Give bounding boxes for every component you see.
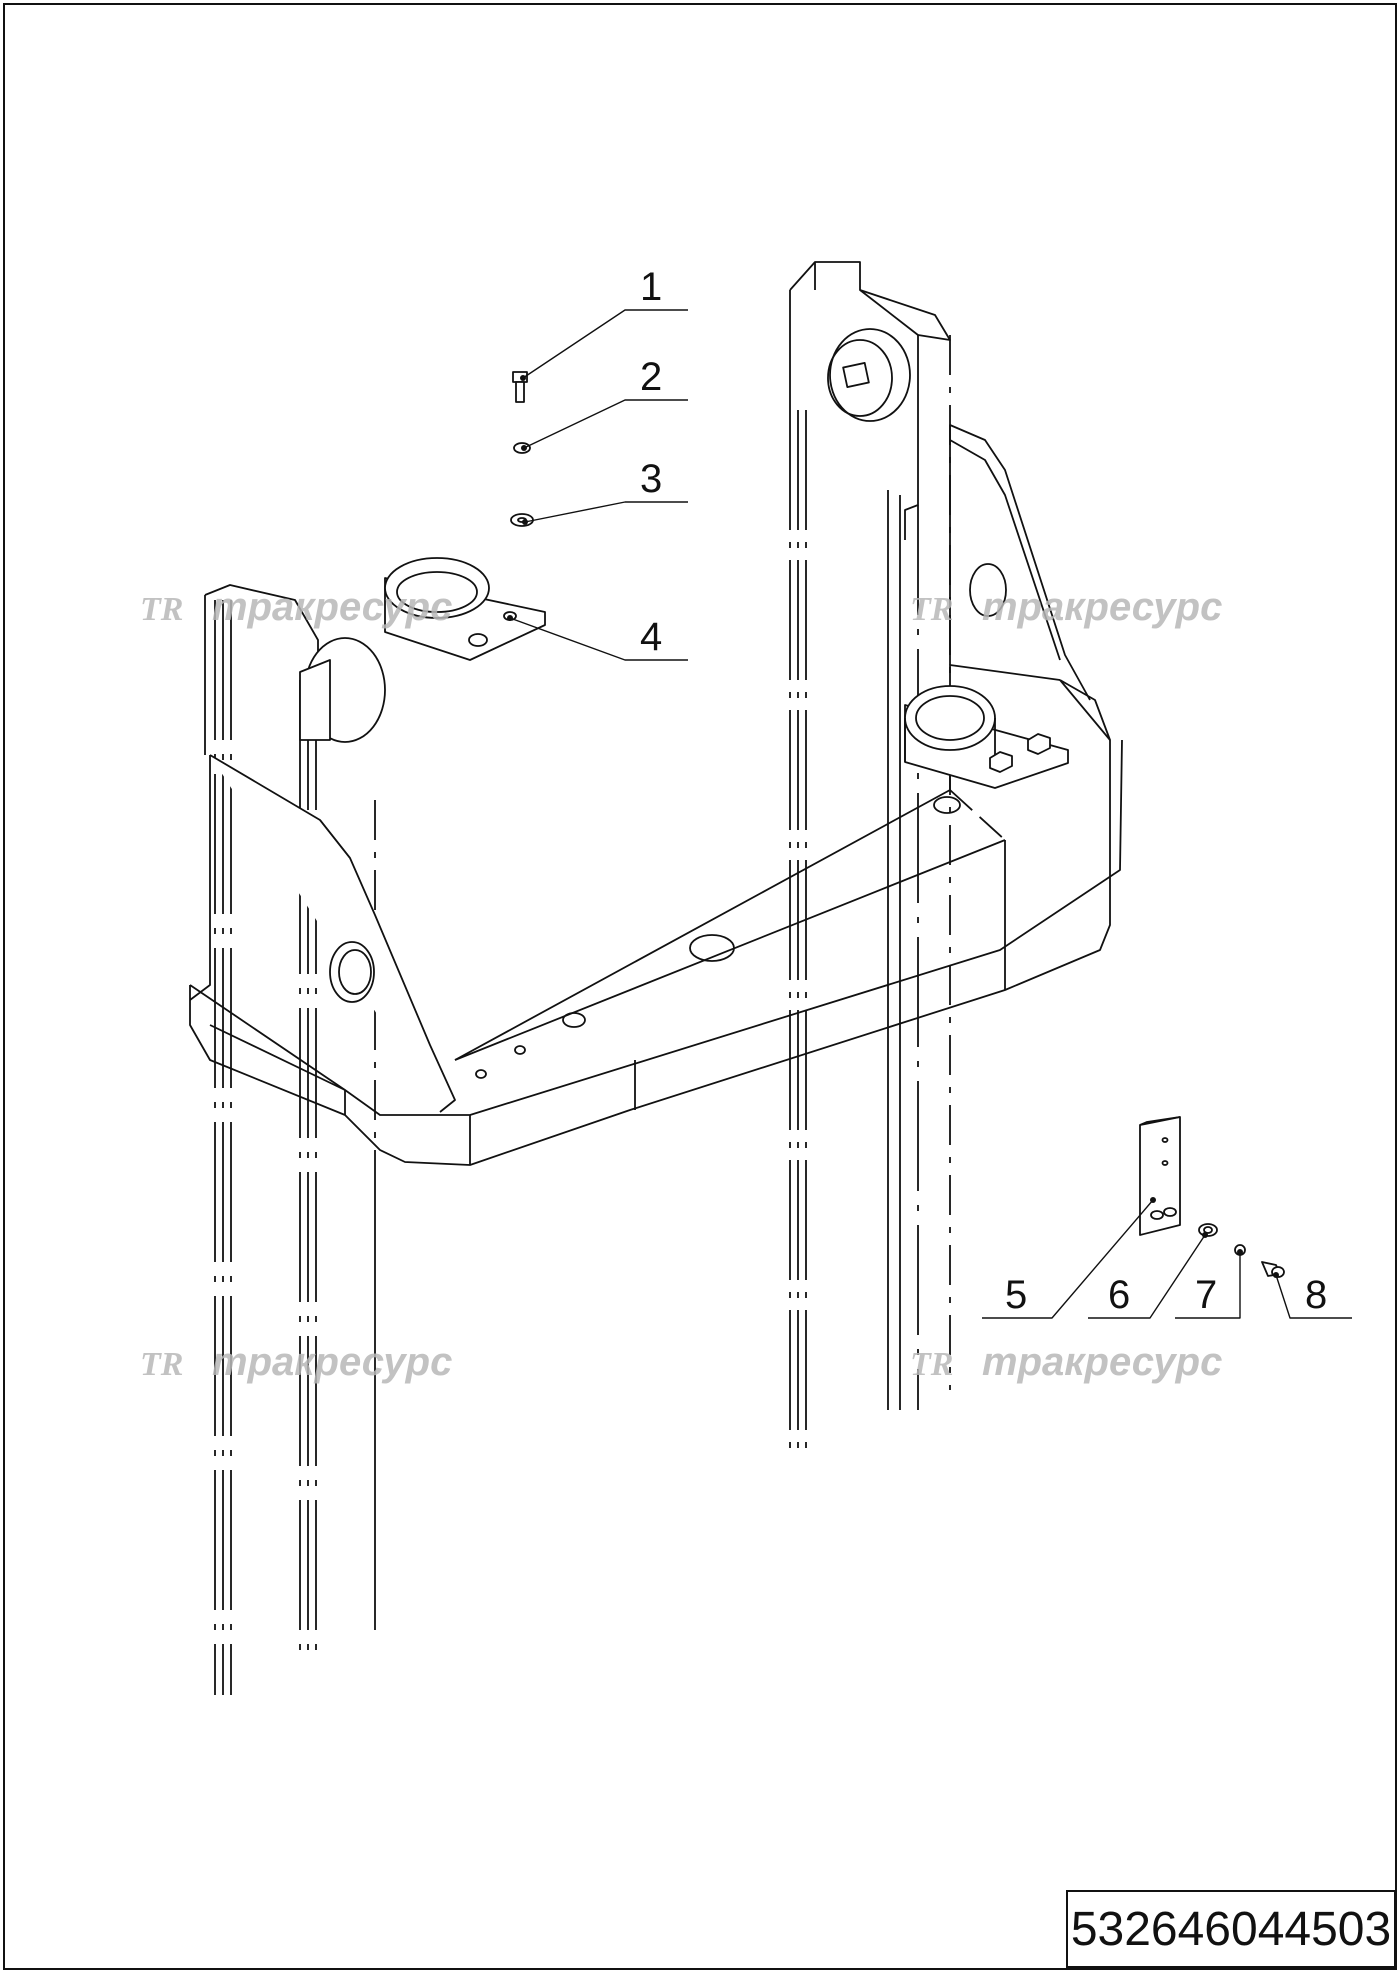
part-5-plate (1139, 1116, 1181, 1236)
watermark-text: тракресурс (982, 585, 1222, 629)
watermark-bottom-left: TR тракресурс (140, 1340, 452, 1384)
watermark-bottom-right: TR тракресурс (910, 1340, 1222, 1384)
part-2-nut (513, 442, 531, 454)
left-mast-channel (204, 584, 386, 1695)
leader-lines (509, 309, 1352, 1319)
part-4-bracket (384, 557, 546, 661)
callout-6: 6 (1108, 1273, 1130, 1317)
watermark-logo: TR (140, 591, 183, 628)
carriage-frame (189, 424, 1123, 1166)
watermark-top-right: TR тракресурс (910, 585, 1222, 629)
callout-7: 7 (1195, 1273, 1217, 1317)
watermark-logo: TR (140, 1346, 183, 1383)
callout-3: 3 (640, 457, 662, 501)
watermark-text: тракресурс (982, 1340, 1222, 1384)
watermark-text: тракресурс (212, 585, 452, 629)
callout-1: 1 (640, 265, 662, 309)
right-mast-channel (789, 261, 951, 1455)
callout-4: 4 (640, 615, 662, 659)
watermark-logo: TR (910, 591, 953, 628)
callout-8: 8 (1305, 1273, 1327, 1317)
part-1-bolt (512, 371, 528, 403)
watermark-top-left: TR тракресурс (140, 585, 452, 629)
sheet-border (3, 3, 1397, 1970)
watermark-logo: TR (910, 1346, 953, 1383)
watermark-text: тракресурс (212, 1340, 452, 1384)
part-number-box: 532646044503 (1066, 1890, 1396, 1968)
part-3-washer (510, 513, 534, 527)
callout-5: 5 (1005, 1273, 1027, 1317)
callout-2: 2 (640, 355, 662, 399)
part-6-washer (1198, 1223, 1218, 1237)
part-8-bolt (1261, 1261, 1285, 1278)
